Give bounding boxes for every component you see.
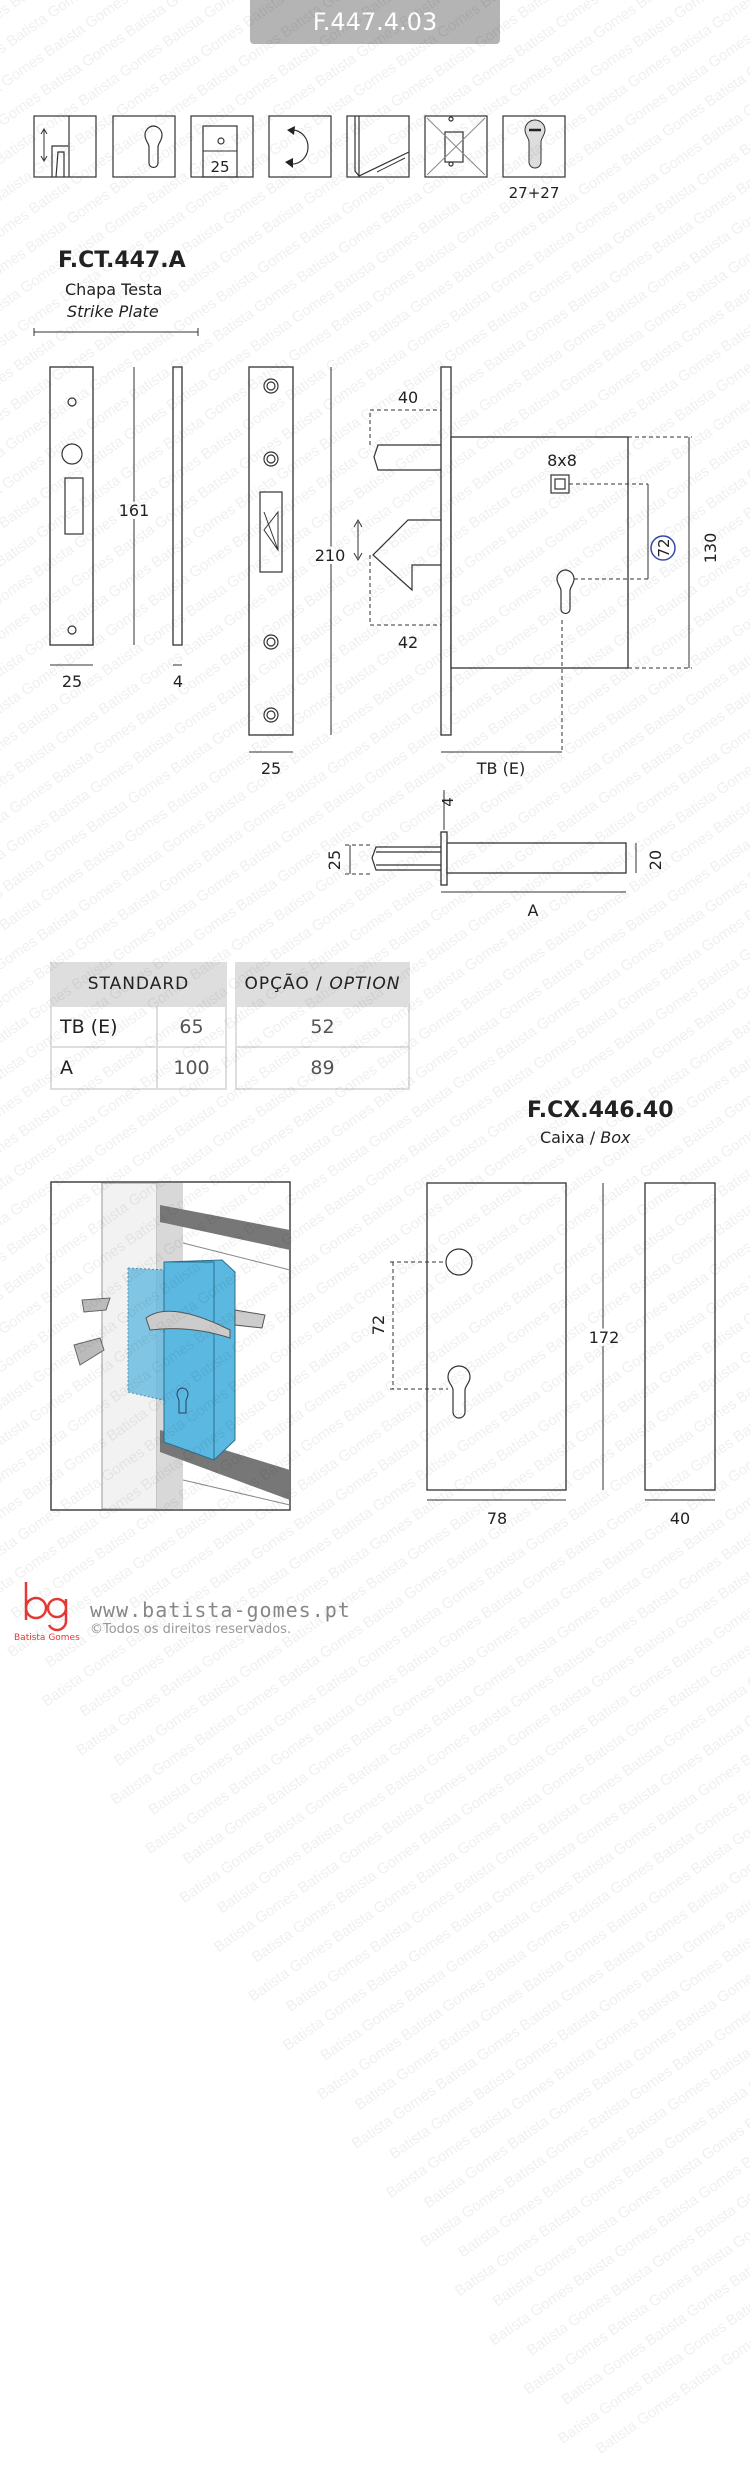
header-option-en: OPTION: [329, 973, 401, 994]
box-front: [426, 1182, 567, 1491]
box-name: Caixa / Box: [540, 1128, 631, 1147]
reversible-icon: [268, 115, 332, 178]
bolt-throw-dim: 40: [398, 388, 418, 407]
faceplate-width-dim: 25: [261, 759, 281, 778]
side-depth-dim: 20: [646, 850, 665, 870]
side-faceplate-dim: 4: [439, 797, 457, 807]
row-option: 52: [235, 1005, 410, 1048]
center-distance-dim: 72: [655, 538, 673, 557]
cylinder-icon: [502, 115, 566, 178]
strike-plate-name-pt: Chapa Testa: [65, 280, 163, 299]
copyright-text: ©Todos os direitos reservados.: [90, 1622, 292, 1637]
strike-height-dim: 161: [119, 501, 150, 520]
center-distance-circle: [650, 535, 676, 561]
website-link[interactable]: www.batista-gomes.pt: [90, 1598, 351, 1622]
row-standard: 65: [156, 1005, 227, 1048]
side-length-dim: A: [528, 901, 539, 920]
row-standard: 100: [156, 1046, 227, 1090]
row-option: 89: [235, 1046, 410, 1090]
lock-body-front: [372, 366, 629, 736]
euro-cylinder-icon: [112, 115, 176, 178]
strike-plate-front: [49, 366, 94, 646]
box-side: [644, 1182, 716, 1491]
technical-drawing: 25 27+27 161 25 4 210 25: [24, 115, 720, 1632]
thickness-icon: [346, 115, 410, 178]
strike-width-dim: 25: [62, 672, 82, 691]
lock-faceplate: [248, 366, 294, 736]
no-strike-plate-icon: [424, 115, 488, 178]
side-height-dim: 25: [325, 850, 344, 870]
box-name-pt: Caixa /: [540, 1128, 601, 1147]
header-standard: STANDARD: [50, 962, 227, 1005]
backset-icon: 25: [190, 115, 254, 178]
row-label: A: [50, 1046, 158, 1090]
box-width-dim: 78: [487, 1509, 507, 1528]
backset-label: 25: [210, 158, 229, 176]
box-name-en: Box: [600, 1128, 631, 1147]
row-label: TB (E): [50, 1005, 158, 1048]
strike-plate-name-en: Strike Plate: [67, 302, 159, 321]
follower-dim: 8x8: [547, 451, 577, 470]
strike-thickness-dim: 4: [173, 672, 183, 691]
body-height-dim: 130: [701, 533, 720, 564]
header-option-pt: OPÇÃO /: [244, 973, 323, 994]
latch-throw-dim: 42: [398, 633, 418, 652]
lock-side-view: [371, 831, 627, 886]
box-code: F.CX.446.40: [527, 1098, 674, 1123]
header-option: OPÇÃO / OPTION: [235, 962, 410, 1005]
adjustable-hook-icon: [33, 115, 97, 178]
faceplate-height-dim: 210: [315, 546, 346, 565]
product-code-header: F.447.4.03: [250, 0, 500, 44]
strike-plate-code: F.CT.447.A: [58, 248, 186, 273]
box-center-distance-dim: 72: [369, 1315, 388, 1335]
box-depth-dim: 40: [670, 1509, 690, 1528]
strike-plate-side: [172, 366, 183, 646]
box-height-dim: 172: [589, 1328, 620, 1347]
latch-adjust-arrow-icon: [353, 518, 363, 562]
cylinder-size-label: 27+27: [509, 184, 560, 202]
logo-text: Batista Gomes: [14, 1633, 80, 1643]
brand-logo: [24, 1582, 68, 1632]
installation-illustration: [50, 1181, 291, 1511]
backset-dim: TB (E): [476, 759, 525, 778]
